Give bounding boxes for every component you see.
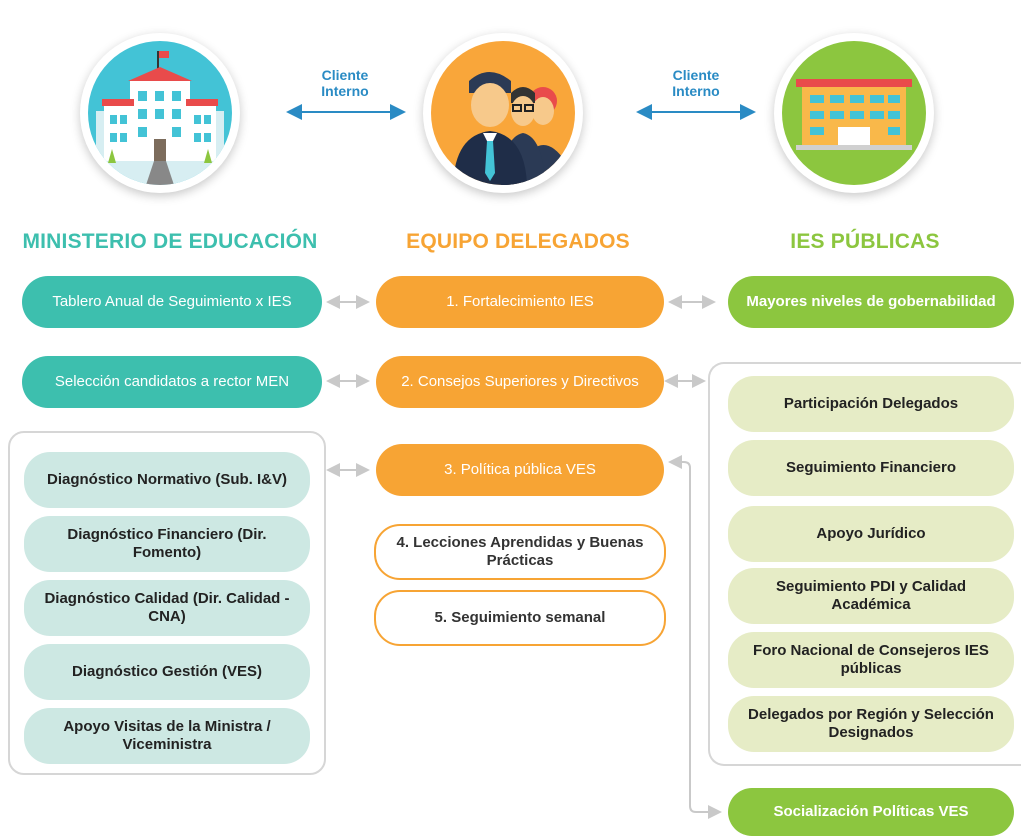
diagnostic-item: Apoyo Visitas de la Ministra / Viceminis…: [24, 708, 310, 764]
diagnostic-item: Diagnóstico Normativo (Sub. I&V): [24, 452, 310, 508]
university-building-icon: [782, 41, 926, 185]
gobernabilidad-box: Mayores niveles de gobernabilidad: [728, 276, 1014, 328]
diagnostics-panel: [8, 431, 326, 775]
ies-item: Apoyo Jurídico: [728, 506, 1014, 562]
team-circle: [423, 33, 583, 193]
diagnostic-item: Diagnóstico Gestión (VES): [24, 644, 310, 700]
tablero-box: Tablero Anual de Seguimiento x IES: [22, 276, 322, 328]
ies-item: Foro Nacional de Consejeros IES públicas: [728, 632, 1014, 688]
center-item-5: 5. Seguimiento semanal: [374, 590, 666, 646]
center-item-3: 3. Política pública VES: [376, 444, 664, 496]
center-item-4: 4. Lecciones Aprendidas y Buenas Práctic…: [374, 524, 666, 580]
heading-equipo: EQUIPO DELEGADOS: [406, 230, 630, 253]
ies-panel: [708, 362, 1021, 766]
ies-item: Seguimiento PDI y Calidad Académica: [728, 568, 1014, 624]
diagnostic-item: Diagnóstico Calidad (Dir. Calidad - CNA): [24, 580, 310, 636]
team-people-icon: [431, 41, 575, 185]
arrow-socializacion: [668, 455, 722, 819]
center-item-1: 1. Fortalecimiento IES: [376, 276, 664, 328]
socializacion-box: Socialización Políticas VES: [728, 788, 1014, 836]
diagnostic-item: Diagnóstico Financiero (Dir. Fomento): [24, 516, 310, 572]
client-label-left: Cliente Interno: [321, 67, 369, 99]
ministry-building-icon: [88, 41, 232, 185]
seleccion-box: Selección candidatos a rector MEN: [22, 356, 322, 408]
heading-ministerio: MINISTERIO DE EDUCACIÓN: [22, 230, 318, 253]
university-circle: [774, 33, 934, 193]
ies-item: Seguimiento Financiero: [728, 440, 1014, 496]
center-item-2: 2. Consejos Superiores y Directivos: [376, 356, 664, 408]
heading-ies: IES PÚBLICAS: [790, 230, 940, 253]
ies-item: Delegados por Región y Selección Designa…: [728, 696, 1014, 752]
client-label-right: Cliente Interno: [672, 67, 720, 99]
ministry-circle: [80, 33, 240, 193]
ies-item: Participación Delegados: [728, 376, 1014, 432]
